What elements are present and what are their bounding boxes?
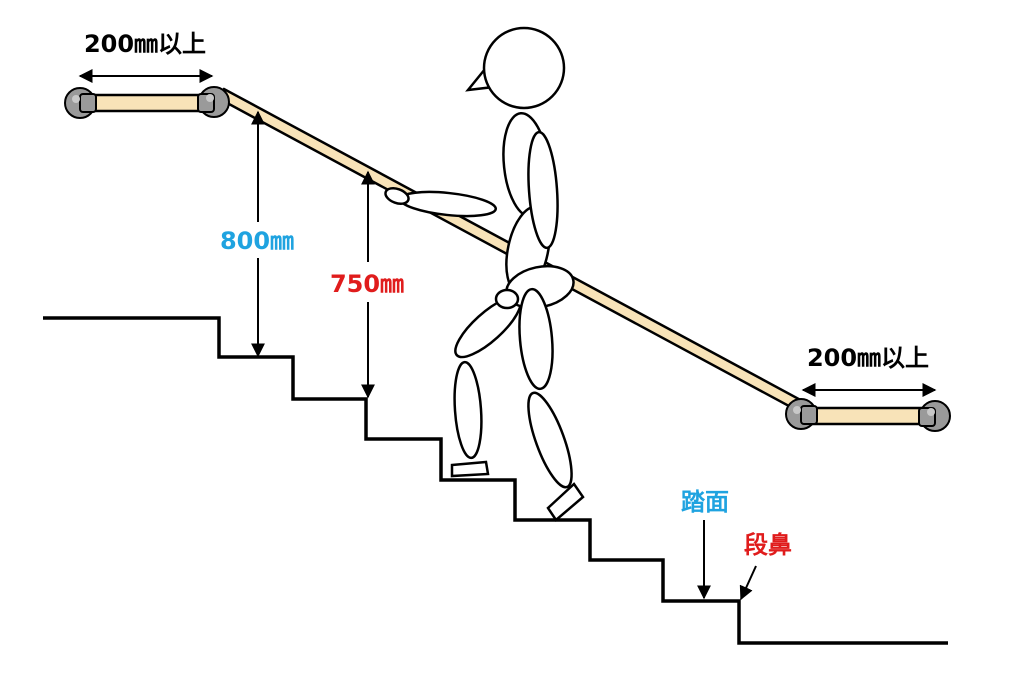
handrail-upper-extension: [78, 93, 217, 113]
nosing-pointer: [739, 565, 757, 601]
stick-figure: [384, 26, 585, 522]
figure-shin-back: [453, 360, 483, 460]
extension-right-label: 200㎜以上: [807, 344, 929, 372]
figure-foot-front: [546, 482, 585, 522]
nosing-label: 段鼻: [744, 531, 792, 559]
joint-bracket-upper: [197, 86, 230, 118]
wall-bracket-left-end: [64, 87, 97, 119]
figure-forearm: [398, 190, 498, 218]
handrail-lower-extension: [801, 406, 940, 426]
figure-foot-back: [450, 460, 490, 478]
extension-left-label: 200㎜以上: [84, 30, 206, 58]
joint-bracket-lower: [785, 398, 818, 430]
height-lower-label: 750㎜: [330, 270, 404, 298]
figure-upper-arm: [527, 130, 559, 250]
figure-shin-front: [527, 391, 573, 489]
tread-label: 踏面: [681, 488, 729, 516]
figure-head: [482, 26, 566, 110]
stair-outline: [43, 316, 948, 645]
figure-thigh-front: [518, 287, 554, 391]
height-upper-label: 800㎜: [220, 227, 294, 255]
wall-bracket-right-end: [918, 400, 951, 432]
figure-knee: [494, 288, 520, 310]
figure-hand: [384, 186, 410, 206]
